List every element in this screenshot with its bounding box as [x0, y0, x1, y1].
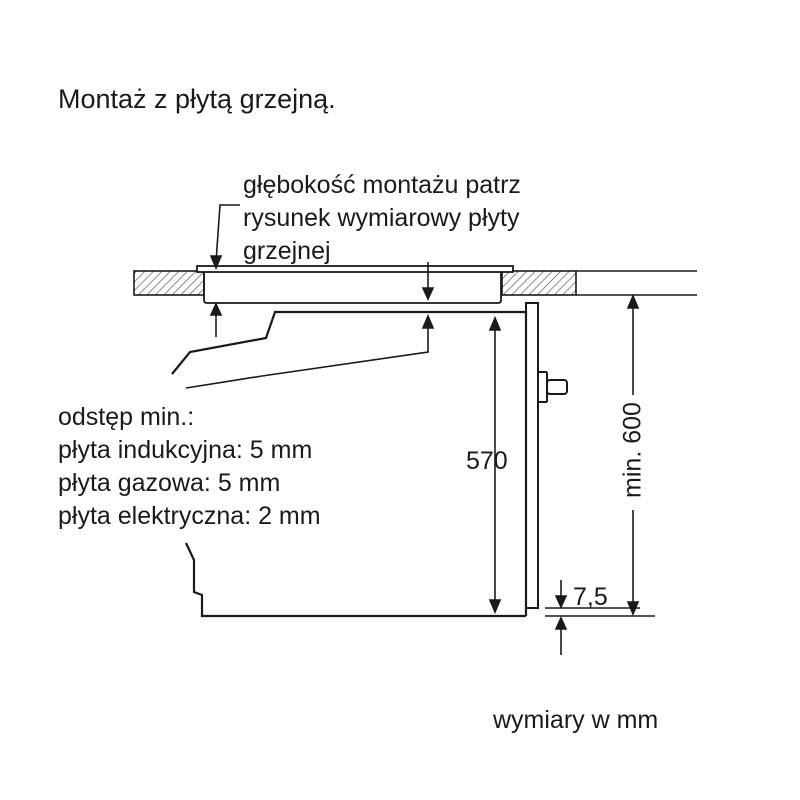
dim-7-5-arrows [554, 580, 568, 655]
depth-note-line: grzejnej [243, 237, 331, 265]
dim-600-label: min. 600 [618, 402, 647, 498]
units-note: wymiary w mm [493, 706, 659, 734]
gap-note-leader [185, 313, 435, 389]
page-title: Montaż z płytą grzejną. [58, 84, 336, 114]
worktop-left [133, 270, 205, 296]
hob [196, 265, 514, 304]
worktop-right [501, 270, 577, 296]
gap-note: odstęp min.: płyta indukcyjna: 5 mm płyt… [58, 401, 321, 533]
gap-note-line: odstęp min.: [58, 403, 195, 431]
depth-note: głębokość montażu patrz rysunek wymiarow… [243, 169, 521, 268]
worktop-extension-lines [576, 270, 697, 296]
depth-note-line: rysunek wymiarowy płyty [243, 204, 520, 232]
dim-600-line [626, 293, 640, 617]
dim-7-5-label: 7,5 [573, 583, 608, 611]
dim-570-label: 570 [466, 447, 508, 475]
dim-570-line [488, 315, 502, 615]
hob-depth-arrow [421, 262, 435, 301]
depth-note-arrow [209, 204, 240, 271]
gap-note-line: płyta elektryczna: 2 mm [58, 502, 321, 530]
oven-door [525, 302, 568, 609]
worktop-underside-arrow [209, 302, 223, 337]
depth-note-line: głębokość montażu patrz [243, 171, 521, 199]
gap-note-line: płyta gazowa: 5 mm [58, 469, 281, 497]
gap-note-line: płyta indukcyjna: 5 mm [58, 436, 313, 464]
